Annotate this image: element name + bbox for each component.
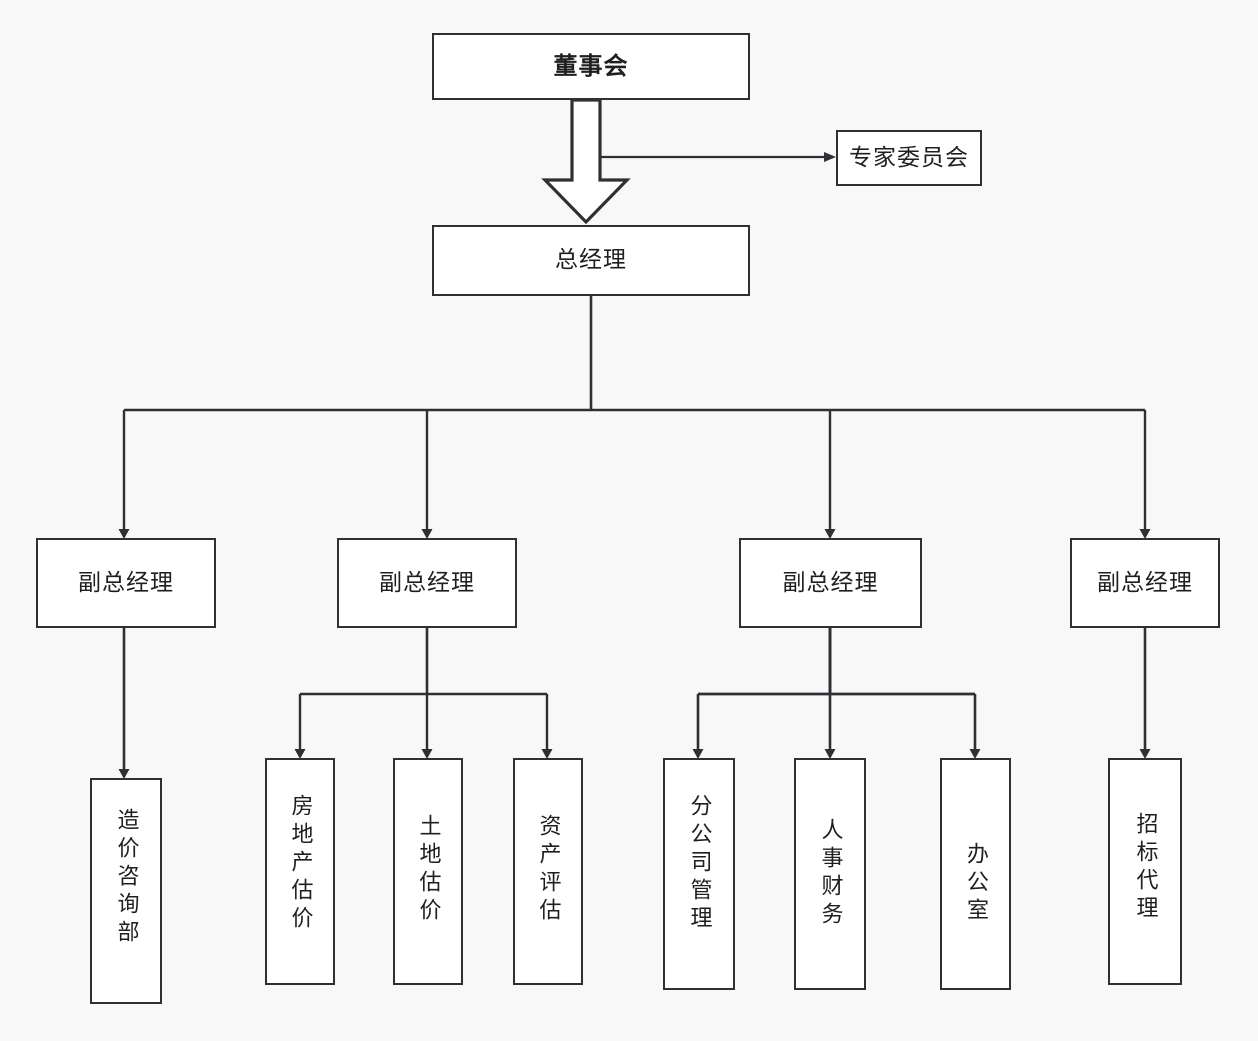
node-label: 造价咨询部: [113, 808, 139, 948]
node-real-estate-appraisal[interactable]: 房地产估价: [265, 758, 335, 985]
node-hr-finance[interactable]: 人事财务: [794, 758, 866, 990]
node-office[interactable]: 办公室: [940, 758, 1011, 990]
node-label: 副总经理: [1097, 569, 1193, 596]
node-label: 专家委员会: [849, 144, 969, 171]
node-branch-management[interactable]: 分公司管理: [663, 758, 735, 990]
node-deputy-general-manager-2[interactable]: 副总经理: [337, 538, 517, 628]
node-general-manager[interactable]: 总经理: [432, 225, 750, 296]
node-label: 分公司管理: [686, 794, 712, 934]
node-label: 房地产估价: [287, 794, 313, 934]
edge-general-manager-to-deputies: [118, 296, 1151, 539]
node-land-valuation[interactable]: 土地估价: [393, 758, 463, 985]
node-label: 副总经理: [78, 569, 174, 596]
node-expert-committee[interactable]: 专家委员会: [836, 130, 982, 186]
node-bidding-agency[interactable]: 招标代理: [1108, 758, 1182, 985]
node-deputy-general-manager-3[interactable]: 副总经理: [739, 538, 922, 628]
node-cost-consulting-department[interactable]: 造价咨询部: [90, 778, 162, 1004]
node-deputy-general-manager-1[interactable]: 副总经理: [36, 538, 216, 628]
edge-deputy2-to-children: [294, 628, 553, 759]
node-label: 土地估价: [415, 814, 441, 926]
node-label: 人事财务: [817, 818, 843, 930]
node-label: 招标代理: [1132, 812, 1158, 924]
node-label: 办公室: [963, 842, 989, 926]
node-label: 资产评估: [535, 814, 561, 926]
edge-board-to-general-manager: [541, 98, 631, 225]
node-deputy-general-manager-4[interactable]: 副总经理: [1070, 538, 1220, 628]
node-label: 副总经理: [379, 569, 475, 596]
node-label: 总经理: [555, 247, 627, 274]
node-label: 董事会: [553, 51, 629, 80]
node-label: 副总经理: [782, 569, 879, 596]
edge-deputy3-to-children: [692, 628, 981, 759]
node-board-of-directors[interactable]: 董事会: [432, 33, 750, 100]
node-asset-evaluation[interactable]: 资产评估: [513, 758, 583, 985]
